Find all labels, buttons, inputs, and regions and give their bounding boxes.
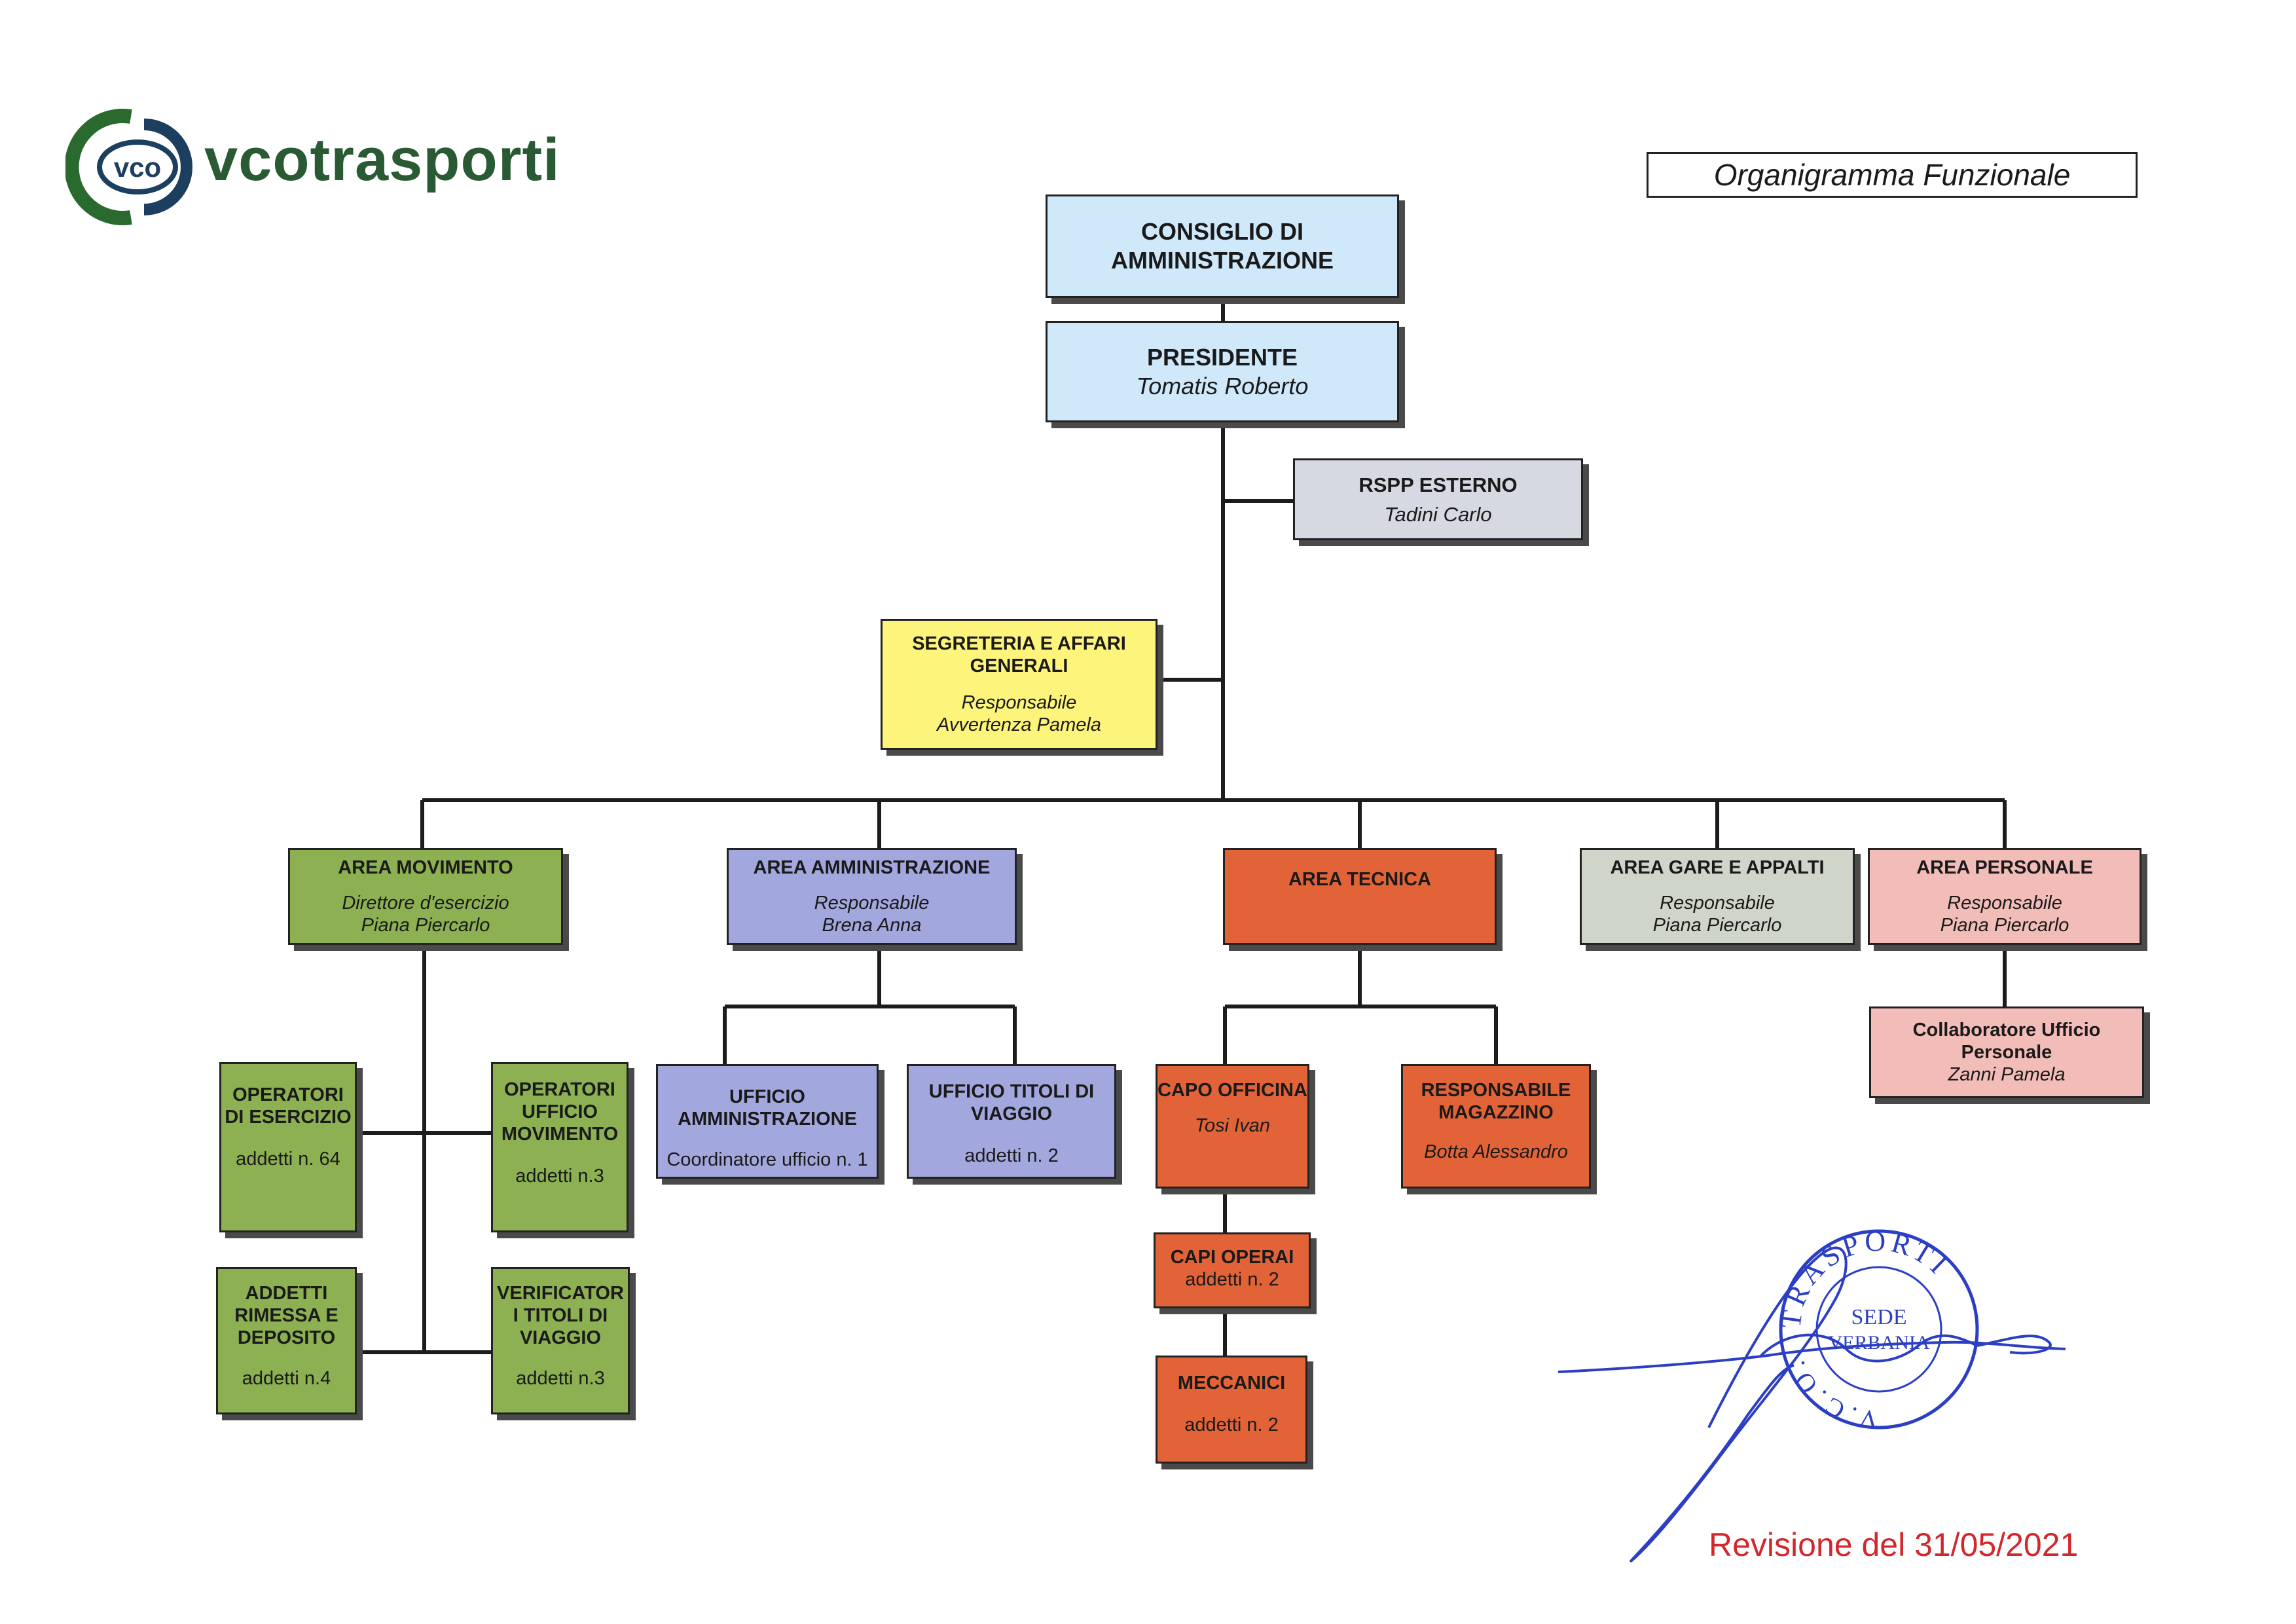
ufficio-amministrazione-line2: AMMINISTRAZIONE xyxy=(678,1109,857,1130)
operatori-ufficio-detail: addetti n.3 xyxy=(515,1166,604,1187)
rspp-title: RSPP ESTERNO xyxy=(1358,473,1518,496)
area-amministrazione-title: AREA AMMINISTRAZIONE xyxy=(753,857,991,878)
operatori-ufficio-line3: MOVIMENTO xyxy=(501,1124,619,1145)
capi-operai-box: CAPI OPERAI addetti n. 2 xyxy=(1154,1232,1311,1308)
area-personale-role: Responsabile xyxy=(1947,893,2062,913)
area-tecnica-title: AREA TECNICA xyxy=(1288,869,1432,890)
addetti-rimessa-line1: ADDETTI xyxy=(245,1283,328,1304)
area-gare-box: AREA GARE E APPALTI Responsabile Piana P… xyxy=(1580,848,1855,945)
chart-title: Organigramma Funzionale xyxy=(1713,158,2071,192)
area-movimento-title: AREA MOVIMENTO xyxy=(338,857,513,878)
collaboratore-personale-line1: Collaboratore Ufficio xyxy=(1912,1020,2101,1041)
ufficio-titoli-box: UFFICIO TITOLI DI VIAGGIO addetti n. 2 xyxy=(907,1064,1116,1179)
verificatori-detail: addetti n.3 xyxy=(516,1368,605,1389)
vco-logo-mark-icon: vco xyxy=(65,109,192,225)
area-gare-role: Responsabile xyxy=(1660,893,1775,913)
operatori-ufficio-line1: OPERATORI xyxy=(504,1079,615,1100)
area-gare-name: Piana Piercarlo xyxy=(1652,915,1782,936)
secretariat-box: SEGRETERIA E AFFARI GENERALI Responsabil… xyxy=(881,619,1157,750)
president-box: PRESIDENTE Tomatis Roberto xyxy=(1046,321,1399,422)
operatori-ufficio-line2: UFFICIO xyxy=(522,1101,598,1122)
ufficio-titoli-line2: VIAGGIO xyxy=(970,1103,1053,1124)
verificatori-line2: I TITOLI DI xyxy=(513,1305,608,1326)
collaboratore-personale-name: Zanni Pamela xyxy=(1948,1064,2066,1085)
addetti-rimessa-box: ADDETTI RIMESSA E DEPOSITO addetti n.4 xyxy=(216,1267,357,1414)
addetti-rimessa-line3: DEPOSITO xyxy=(237,1327,336,1348)
operatori-esercizio-line1: OPERATORI xyxy=(232,1084,344,1105)
president-name: Tomatis Roberto xyxy=(1136,372,1309,399)
area-movimento-box: AREA MOVIMENTO Direttore d'esercizio Pia… xyxy=(288,848,563,945)
capo-officina-title: CAPO OFFICINA xyxy=(1157,1080,1307,1101)
area-amministrazione-role: Responsabile xyxy=(814,893,930,913)
collaboratore-personale-box: Collaboratore Ufficio Personale Zanni Pa… xyxy=(1869,1006,2144,1098)
responsabile-magazzino-line2: MAGAZZINO xyxy=(1438,1102,1554,1123)
ufficio-amministrazione-box: UFFICIO AMMINISTRAZIONE Coordinatore uff… xyxy=(656,1064,879,1179)
secretariat-title-line1: SEGRETERIA E AFFARI xyxy=(912,633,1126,654)
operatori-esercizio-detail: addetti n. 64 xyxy=(236,1149,340,1170)
secretariat-title-line2: GENERALI xyxy=(970,655,1068,676)
ufficio-amministrazione-line1: UFFICIO xyxy=(729,1086,805,1107)
logo-mark-text: vco xyxy=(114,152,161,183)
company-stamp: TRASPORTI V.C.O. SEDE VERBANIA xyxy=(1774,1225,1979,1435)
area-amministrazione-name: Brena Anna xyxy=(822,915,922,936)
secretariat-role: Responsabile xyxy=(961,692,1077,713)
responsabile-magazzino-name: Botta Alessandro xyxy=(1424,1141,1568,1162)
area-personale-title: AREA PERSONALE xyxy=(1916,857,2093,878)
responsabile-magazzino-line1: RESPONSABILE xyxy=(1421,1080,1571,1101)
meccanici-detail: addetti n. 2 xyxy=(1184,1414,1279,1435)
board-box: CONSIGLIO DI AMMINISTRAZIONE xyxy=(1046,194,1399,298)
addetti-rimessa-detail: addetti n.4 xyxy=(242,1368,331,1389)
capi-operai-detail: addetti n. 2 xyxy=(1185,1269,1279,1290)
verificatori-box: VERIFICATOR I TITOLI DI VIAGGIO addetti … xyxy=(491,1267,630,1414)
area-movimento-name: Piana Piercarlo xyxy=(361,915,490,936)
area-personale-name: Piana Piercarlo xyxy=(1940,915,2069,936)
rspp-name: Tadini Carlo xyxy=(1384,502,1492,526)
area-tecnica-box: AREA TECNICA xyxy=(1223,848,1497,945)
ufficio-titoli-line1: UFFICIO TITOLI DI xyxy=(928,1081,1095,1102)
meccanici-box: MECCANICI addetti n. 2 xyxy=(1156,1356,1307,1464)
collaboratore-personale-line2: Personale xyxy=(1961,1042,2052,1063)
board-title-line2: AMMINISTRAZIONE xyxy=(1111,247,1334,274)
capo-officina-box: CAPO OFFICINA Tosi Ivan xyxy=(1156,1064,1309,1189)
area-gare-title: AREA GARE E APPALTI xyxy=(1610,857,1825,878)
meccanici-title: MECCANICI xyxy=(1177,1373,1286,1393)
revision-date: Revisione del 31/05/2021 xyxy=(1709,1526,2079,1563)
operatori-ufficio-box: OPERATORI UFFICIO MOVIMENTO addetti n.3 xyxy=(491,1062,629,1232)
signature-icon xyxy=(1558,1246,2066,1563)
responsabile-magazzino-box: RESPONSABILE MAGAZZINO Botta Alessandro xyxy=(1401,1064,1591,1189)
stamp-center-line1: SEDE xyxy=(1851,1305,1907,1329)
company-logo: vco vcotrasporti xyxy=(65,105,602,229)
addetti-rimessa-line2: RIMESSA E xyxy=(234,1305,338,1326)
board-title-line1: CONSIGLIO DI xyxy=(1140,218,1303,245)
area-movimento-role: Direttore d'esercizio xyxy=(342,893,509,913)
operatori-esercizio-line2: DI ESERCIZIO xyxy=(225,1107,352,1128)
operatori-esercizio-box: OPERATORI DI ESERCIZIO addetti n. 64 xyxy=(219,1062,357,1232)
area-amministrazione-box: AREA AMMINISTRAZIONE Responsabile Brena … xyxy=(727,848,1017,945)
area-personale-box: AREA PERSONALE Responsabile Piana Pierca… xyxy=(1868,848,2141,945)
ufficio-titoli-detail: addetti n. 2 xyxy=(964,1145,1059,1166)
rspp-box: RSPP ESTERNO Tadini Carlo xyxy=(1293,458,1583,540)
verificatori-line3: VIAGGIO xyxy=(519,1327,602,1348)
capi-operai-title: CAPI OPERAI xyxy=(1170,1247,1294,1268)
president-title: PRESIDENTE xyxy=(1146,343,1298,371)
chart-title-box: Organigramma Funzionale xyxy=(1647,152,2138,198)
secretariat-name: Avvertenza Pamela xyxy=(937,714,1101,735)
logo-wordmark: vcotrasporti xyxy=(204,126,560,193)
ufficio-amministrazione-detail: Coordinatore ufficio n. 1 xyxy=(666,1149,868,1170)
verificatori-line1: VERIFICATOR xyxy=(497,1283,624,1304)
capo-officina-name: Tosi Ivan xyxy=(1195,1115,1270,1136)
